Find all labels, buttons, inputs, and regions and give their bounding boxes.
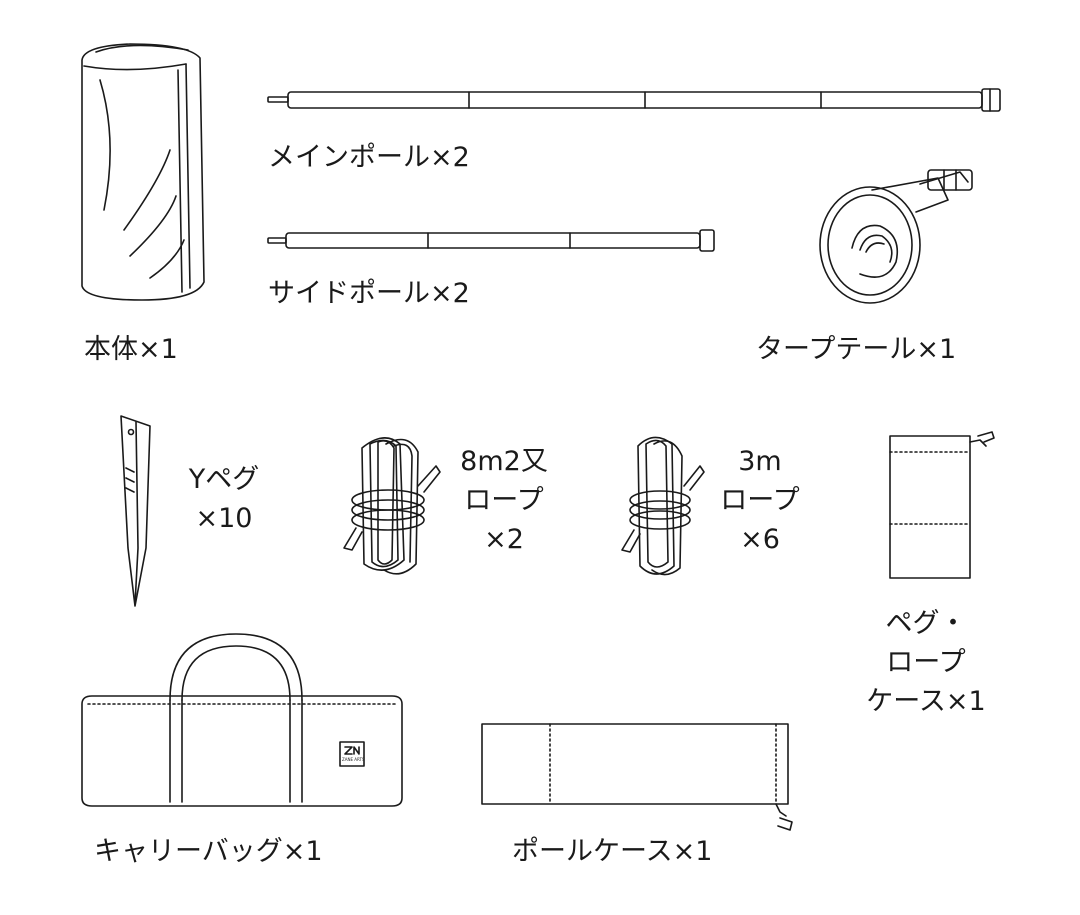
peg-rope-case-label-line3: ケース×1 [866, 686, 986, 717]
pole-case-label: ポールケース×1 [512, 836, 713, 867]
rope-8m-label-line2: ロープ [464, 485, 544, 516]
pole-case-illustration [481, 723, 793, 831]
y-peg-label-line1: Yペグ [188, 464, 260, 495]
rope-8m-label-line1: 8m2又 [460, 446, 548, 477]
y-peg-label: Yペグ ×10 [189, 466, 260, 544]
carry-bag-label: キャリーバッグ×1 [94, 836, 323, 867]
side-pole-label: サイドポール×2 [268, 278, 470, 309]
rope-3m-label: 3m ロープ ×6 [720, 448, 799, 565]
y-peg-illustration [120, 415, 151, 607]
tent-body-label: 本体×1 [84, 334, 178, 365]
main-pole-label: メインポール×2 [268, 142, 470, 173]
tent-body-illustration [81, 43, 205, 301]
rope-8m-illustration [343, 437, 441, 575]
carry-bag-illustration [81, 633, 403, 807]
rope-3m-label-line3: ×6 [740, 524, 780, 555]
rope-3m-label-line2: ロープ [720, 485, 800, 516]
peg-rope-case-illustration [889, 431, 995, 579]
y-peg-label-line2: ×10 [195, 503, 253, 534]
main-pole-illustration [267, 88, 1001, 112]
rope-8m-label: 8m2又 ロープ ×2 [460, 448, 548, 565]
rope-3m-label-line1: 3m [738, 446, 782, 477]
peg-rope-case-label: ペグ・ ロープ ケース×1 [866, 610, 985, 727]
carry-bag-logo-text: ZANE ARTS [342, 757, 365, 762]
peg-rope-case-label-line1: ペグ・ [885, 608, 967, 639]
peg-rope-case-label-line2: ロープ [886, 647, 966, 678]
tarp-tail-label: タープテール×1 [756, 334, 957, 365]
side-pole-illustration [267, 229, 715, 252]
rope-3m-illustration [621, 436, 705, 576]
rope-8m-label-line3: ×2 [484, 524, 524, 555]
tarp-tail-illustration [819, 169, 973, 304]
